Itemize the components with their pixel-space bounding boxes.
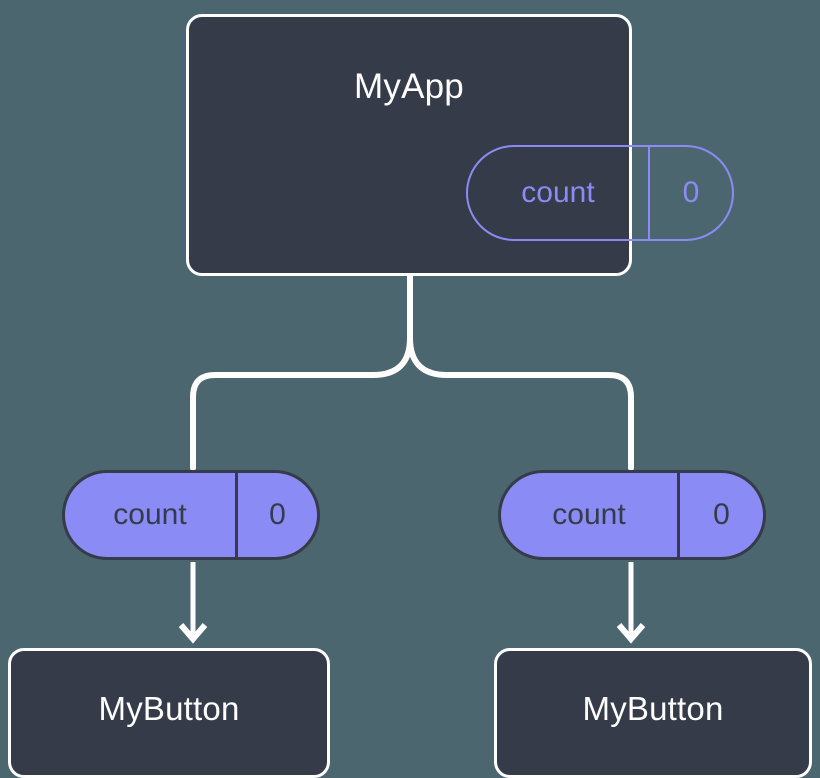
prop-pill-value: 0 bbox=[269, 498, 286, 531]
edge-fork-trunk bbox=[190, 273, 413, 471]
prop-pill-key: count bbox=[65, 473, 238, 557]
prop-pill-value: 0 bbox=[713, 498, 730, 531]
component-title-mybutton: MyButton bbox=[98, 690, 240, 727]
component-node-mybutton-left[interactable]: MyButton bbox=[8, 648, 330, 778]
component-node-mybutton-right[interactable]: MyButton bbox=[494, 648, 812, 778]
component-title-mybutton: MyButton bbox=[582, 690, 724, 727]
prop-pill-key: count bbox=[501, 473, 680, 557]
state-pill-value: 0 bbox=[682, 176, 700, 209]
component-title-myapp: MyApp bbox=[354, 67, 464, 106]
prop-pill-left[interactable]: count 0 bbox=[62, 470, 320, 560]
arrow-head-right-icon bbox=[616, 623, 646, 644]
state-pill-key: count bbox=[468, 147, 650, 239]
component-node-myapp[interactable]: MyApp count 0 bbox=[186, 14, 734, 276]
arrow-head-left-icon bbox=[178, 623, 208, 644]
prop-pill-right[interactable]: count 0 bbox=[498, 470, 766, 560]
edge-fork-branch-right bbox=[407, 335, 634, 471]
state-pill-myapp[interactable]: count 0 bbox=[466, 145, 734, 241]
